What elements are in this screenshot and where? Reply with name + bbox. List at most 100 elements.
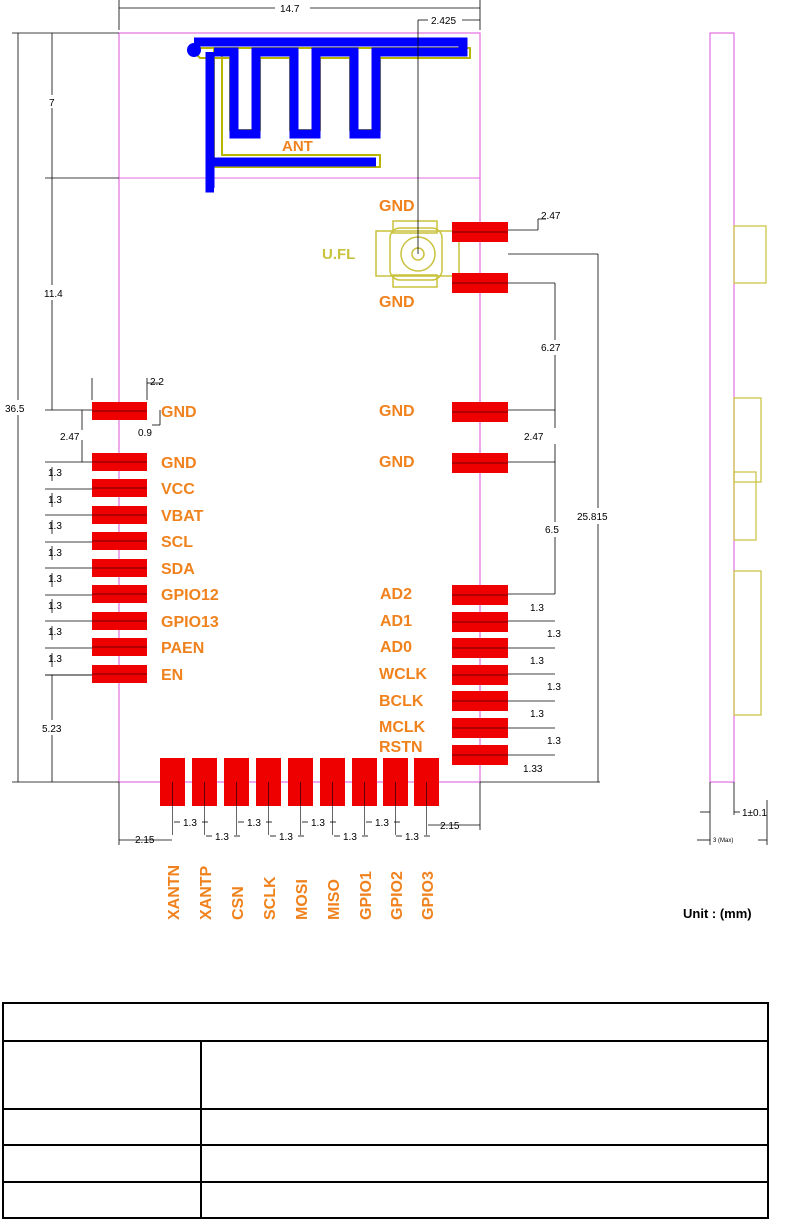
left-pin-label: VBAT <box>161 508 204 525</box>
bottom-pin-label: SCLK <box>262 876 279 920</box>
bottom-pitch-label: 1.3 <box>405 832 419 843</box>
table-cell <box>2 1181 202 1219</box>
side-view <box>697 32 768 845</box>
antenna-trace <box>187 37 471 193</box>
right-pin-label: MCLK <box>379 719 426 736</box>
table-row <box>2 1181 769 1219</box>
table-row <box>2 1040 769 1110</box>
bottom-pitch-label: 1.3 <box>183 818 197 829</box>
pin-label-group: GNDGNDVCCVBATSCLSDAGPIO12GPIO13PAENENGND… <box>161 403 437 920</box>
dim-left-bottom: 5.23 <box>42 724 62 735</box>
table-header-cell <box>2 1002 769 1042</box>
bottom-pin-label: GPIO3 <box>420 871 437 920</box>
dim-right-gap-b: 2.47 <box>524 432 544 443</box>
bottom-pin-label: CSN <box>230 886 247 920</box>
table-row <box>2 1144 769 1183</box>
bottom-pitch-label: 1.3 <box>311 818 325 829</box>
left-pin-label: GPIO12 <box>161 587 219 604</box>
bottom-pin-label: MISO <box>326 879 343 920</box>
dim-top-width: 14.7 <box>280 4 300 15</box>
bottom-pitch-label: 1.3 <box>247 818 261 829</box>
right-pin-label: WCLK <box>379 666 427 683</box>
table-row <box>2 1002 769 1042</box>
bottom-pitch-label: 1.3 <box>215 832 229 843</box>
dim-left-overall: 36.5 <box>5 404 25 415</box>
right-pin-label: AD1 <box>380 613 412 630</box>
bottom-pin-label: XANTN <box>166 865 183 920</box>
left-pin-label: SDA <box>161 561 195 578</box>
dim-top-right-offset: 2.425 <box>431 16 456 27</box>
right-pin-label: RSTN <box>379 739 423 756</box>
dim-pad-width: 0.9 <box>138 428 152 439</box>
dim-ufl-pad: 2.47 <box>541 211 561 222</box>
module-drawing: ANT U.FL GND GND GNDGNDVCCVBATSCLSDAGPIO… <box>5 0 768 921</box>
right-pitch-label: 1.3 <box>547 682 561 693</box>
left-pitch-label: 1.3 <box>48 601 62 612</box>
right-pitch-group: 1.3 1.3 1.3 1.3 1.3 1.3 <box>508 593 561 756</box>
right-pitch-label: 1.3 <box>530 709 544 720</box>
table-cell <box>200 1108 769 1146</box>
left-pin-label: GND <box>161 404 197 421</box>
left-pitch-label: 1.3 <box>48 654 62 665</box>
bottom-pin-label: XANTP <box>198 865 215 920</box>
left-pin-label: GPIO13 <box>161 614 219 631</box>
bottom-pin-label: MOSI <box>294 879 311 920</box>
dim-left-mid: 11.4 <box>44 289 63 300</box>
left-pitch-label: 1.3 <box>48 574 62 585</box>
left-pitch-label: 1.3 <box>48 495 62 506</box>
bottom-pin-label: GPIO1 <box>358 871 375 920</box>
left-pin-label: PAEN <box>161 640 204 657</box>
dim-right-gap-c: 6.5 <box>545 525 559 536</box>
dim-right-last: 1.33 <box>523 764 543 775</box>
table-cell <box>200 1144 769 1183</box>
pad-group <box>92 222 508 835</box>
bottom-pin-label: GPIO2 <box>389 871 406 920</box>
bottom-dimensions <box>118 782 481 845</box>
bottom-pitch-label: 1.3 <box>375 818 389 829</box>
right-pin-label: GND <box>379 454 415 471</box>
table-cell <box>2 1040 202 1110</box>
left-dimensions <box>12 32 161 783</box>
bottom-pitch-group: 1.3 1.3 1.3 1.3 1.3 1.3 1.3 1.3 <box>174 818 430 843</box>
dim-right-overall: 25.815 <box>577 512 608 523</box>
table-row <box>2 1108 769 1146</box>
dim-left-first-gap: 2.47 <box>60 432 80 443</box>
dim-bottom-edge-left: 2.15 <box>135 835 155 846</box>
ufl-label: U.FL <box>322 246 355 263</box>
left-pitch-label: 1.3 <box>48 627 62 638</box>
table-cell <box>2 1144 202 1183</box>
left-pitch-label: 1.3 <box>48 468 62 479</box>
dim-left-top: 7 <box>49 98 55 109</box>
antenna-label: ANT <box>282 138 313 155</box>
right-pitch-label: 1.3 <box>530 603 544 614</box>
top-dimensions <box>118 0 598 255</box>
ufl-gnd-top-label: GND <box>379 198 415 215</box>
spec-table <box>2 1002 769 1219</box>
left-pitch-label: 1.3 <box>48 521 62 532</box>
dim-side-thickness: 1±0.1 <box>742 808 767 819</box>
ufl-connector <box>375 220 460 288</box>
right-pitch-label: 1.3 <box>547 736 561 747</box>
ufl-gnd-bottom-label: GND <box>379 294 415 311</box>
dim-right-gap-a: 6.27 <box>541 343 561 354</box>
dim-side-max: 3 (Max) <box>713 838 733 844</box>
bottom-pitch-label: 1.3 <box>343 832 357 843</box>
dim-pad-length: 2.2 <box>150 377 164 388</box>
table-cell <box>2 1108 202 1146</box>
right-pin-label: GND <box>379 403 415 420</box>
bottom-pitch-label: 1.3 <box>279 832 293 843</box>
ufl-pad-dim-lines <box>508 218 546 231</box>
right-pitch-label: 1.3 <box>530 656 544 667</box>
dim-bottom-edge-right: 2.15 <box>440 821 460 832</box>
left-pin-label: EN <box>161 667 183 684</box>
right-pitch-label: 1.3 <box>547 629 561 640</box>
left-pin-label: GND <box>161 455 197 472</box>
left-pin-label: VCC <box>161 481 195 498</box>
unit-label: Unit : (mm) <box>683 906 752 921</box>
left-pitch-label: 1.3 <box>48 548 62 559</box>
table-cell <box>200 1040 769 1110</box>
right-pin-label: AD2 <box>380 586 412 603</box>
left-pitch-group: 1.3 1.3 1.3 1.3 1.3 1.3 1.3 1.3 <box>45 461 92 676</box>
right-pin-label: AD0 <box>380 639 412 656</box>
right-dimensions <box>480 254 600 783</box>
